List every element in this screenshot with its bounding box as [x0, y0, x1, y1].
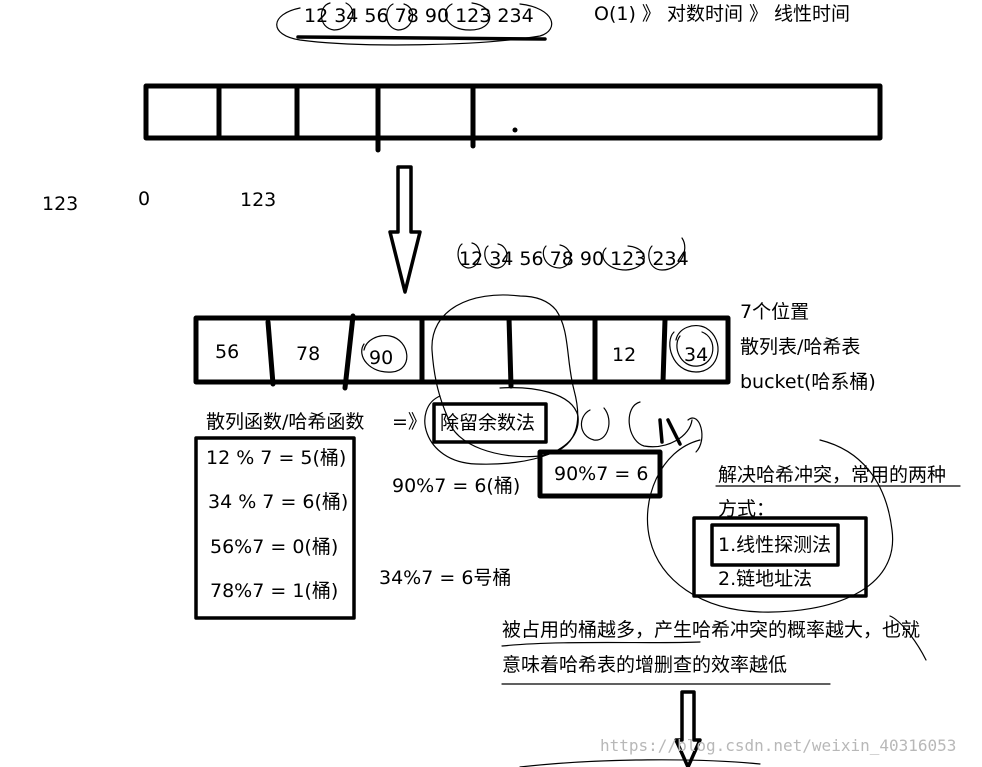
label-123-right: 123: [240, 189, 277, 211]
top-sequence-doodles: [276, 2, 553, 46]
collision-method-2: 2.链地址法: [718, 568, 813, 590]
collision-method-1: 1.线性探测法: [718, 534, 832, 556]
label-zero: 0: [138, 188, 151, 210]
calc-line-1: 12 % 7 = 5(桶): [206, 447, 347, 469]
hash-table-name: 散列表/哈希表: [740, 336, 861, 358]
note-line-1: 被占用的桶越多，产生哈希冲突的概率越大，也就: [502, 619, 921, 641]
collision-title: 解决哈希冲突，常用的两种: [718, 464, 947, 486]
note-underline: [501, 615, 927, 685]
calc-line-4: 78%7 = 1(桶): [210, 580, 339, 602]
cell-0: 56: [215, 341, 240, 363]
calc-line-2: 34 % 7 = 6(桶): [208, 491, 349, 513]
side-calc-1: 90%7 = 6(桶): [392, 475, 521, 497]
cell-2: 90: [369, 347, 394, 369]
cell-5: 12: [612, 344, 637, 366]
hash-function-arrow: =》: [392, 411, 427, 433]
collision-title-2: 方式：: [718, 498, 776, 520]
cell-6: 34: [684, 344, 709, 366]
down-arrow-1: [388, 165, 422, 294]
label-123-left: 123: [42, 193, 79, 215]
mid-sequence-doodles: [457, 237, 686, 271]
top-array: [143, 83, 883, 153]
top-sequence: 12 34 56 78 90 123 234: [304, 5, 534, 27]
side-calc-2: 34%7 = 6号桶: [379, 567, 512, 589]
positions-label: 7个位置: [740, 301, 810, 323]
note-line-2: 意味着哈希表的增删查的效率越低: [502, 654, 788, 676]
down-arrow-2: [519, 690, 761, 767]
boxed-calc: [537, 449, 663, 499]
watermark: https://blog.csdn.net/weixin_40316053: [600, 736, 957, 755]
boxed-calc-text: 90%7 = 6: [554, 463, 649, 485]
collision-loop: [646, 439, 961, 613]
cell-1: 78: [296, 343, 321, 365]
mid-sequence: 12 34 56 78 90 123 234: [459, 248, 689, 270]
under-table-doodles: [580, 401, 703, 453]
calc-box: [194, 436, 356, 620]
bucket-label: bucket(哈系桶): [740, 371, 876, 393]
hash-function-label: 散列函数/哈希函数: [206, 411, 365, 433]
complexity-order: O(1) 》 对数时间 》 线性时间: [594, 3, 851, 25]
hash-table: [193, 294, 731, 458]
hash-method: 除留余数法: [440, 412, 536, 434]
calc-line-3: 56%7 = 0(桶): [210, 536, 339, 558]
